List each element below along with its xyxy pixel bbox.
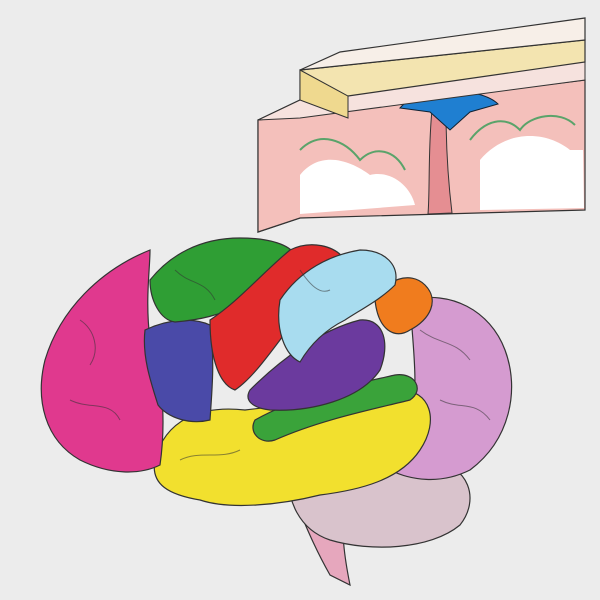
sulci-lines (69, 269, 491, 461)
region-parietal (374, 277, 433, 335)
inset-white-matter-right (480, 136, 584, 210)
cortex-cross-section-inset (257, 17, 586, 233)
inset-white-matter-left (300, 159, 415, 214)
inset-gyri (299, 114, 576, 171)
inset-bone-front (299, 69, 349, 119)
brain-lateral-view (40, 237, 513, 587)
region-temporal (153, 389, 431, 507)
inset-fissure (427, 109, 453, 215)
region-frontal-pole (40, 249, 164, 473)
region-somatosensory (278, 249, 397, 363)
region-prefrontal (143, 319, 214, 423)
inset-skin-layer (299, 17, 586, 71)
